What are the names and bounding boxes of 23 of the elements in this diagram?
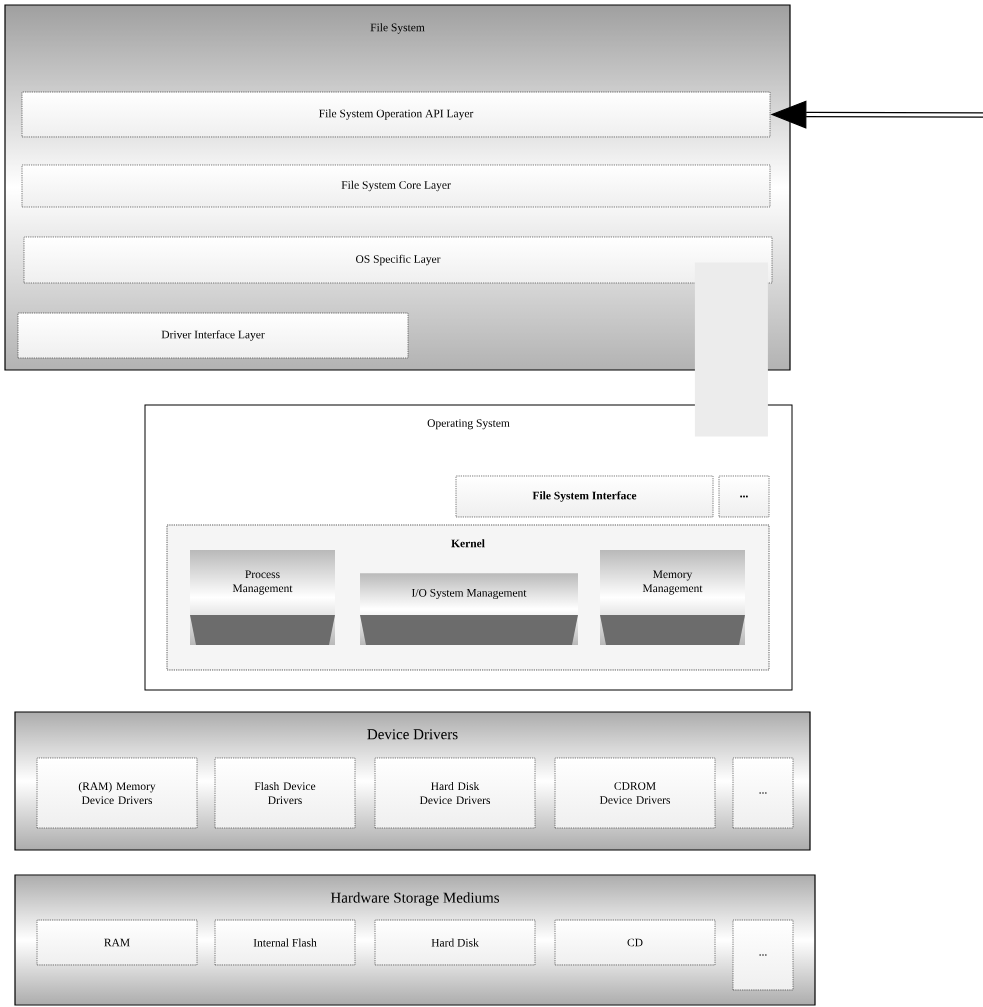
layer-box: Internal Flash — [214, 919, 356, 966]
layer-box: Hard Disk — [374, 919, 536, 966]
layer-box: File System Core Layer — [21, 164, 771, 208]
layer-box: (RAM) Memory Device Drivers — [36, 757, 198, 829]
node-label: Process Management — [232, 570, 293, 595]
layer-box: File System Operation API Layer — [21, 91, 771, 138]
node-label: Memory Management — [642, 570, 703, 595]
layer-box: File System Interface — [455, 475, 714, 518]
layer-box: ... — [732, 757, 794, 829]
layer-box: ... — [718, 475, 770, 518]
layer-box: Flash Device Drivers — [214, 757, 356, 829]
layer-box: CDROM Device Drivers — [554, 757, 716, 829]
layer-box: CD — [554, 919, 716, 966]
layer-box: RAM — [36, 919, 198, 966]
module-block: I/O System Management — [360, 588, 578, 645]
layer-box: OS Specific Layer — [23, 236, 773, 284]
connector-bar — [694, 262, 768, 437]
module-block: Memory Management — [600, 570, 745, 645]
layer-box: Hard Disk Device Drivers — [374, 757, 536, 829]
layer-box: Driver Interface Layer — [17, 312, 409, 359]
layer-box: ... — [732, 919, 794, 991]
module-block: Process Management — [190, 570, 335, 645]
node-label: I/O System Management — [411, 588, 527, 600]
